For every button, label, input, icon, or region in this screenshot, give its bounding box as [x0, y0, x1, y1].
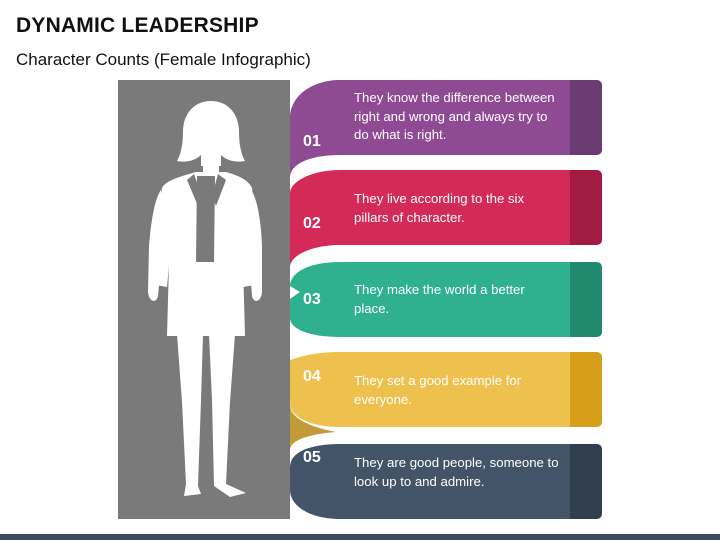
item-text-02: They live according to the six pillars o… — [354, 191, 525, 225]
ribbon-01 — [290, 80, 602, 176]
item-text-05: They are good people, someone to look up… — [354, 455, 559, 489]
ribbon-02 — [290, 170, 602, 266]
page-title: DYNAMIC LEADERSHIP — [16, 14, 259, 37]
jacket-detail — [187, 174, 226, 262]
footer-bar — [0, 534, 720, 540]
item-number-03: 03 — [303, 291, 321, 308]
item-number-04: 04 — [303, 368, 321, 385]
item-text-03: They make the world a better place. — [354, 282, 525, 316]
ribbon-05 — [290, 444, 602, 519]
item-text-04: They set a good example for everyone. — [354, 373, 522, 407]
ribbon-03 — [290, 262, 602, 337]
item-number-05: 05 — [303, 449, 321, 466]
ribbon-04 — [290, 352, 602, 450]
item-text-01: They know the difference between right a… — [354, 90, 555, 142]
page-subtitle: Character Counts (Female Infographic) — [16, 50, 311, 69]
item-number-01: 01 — [303, 133, 321, 150]
item-number-02: 02 — [303, 215, 321, 232]
